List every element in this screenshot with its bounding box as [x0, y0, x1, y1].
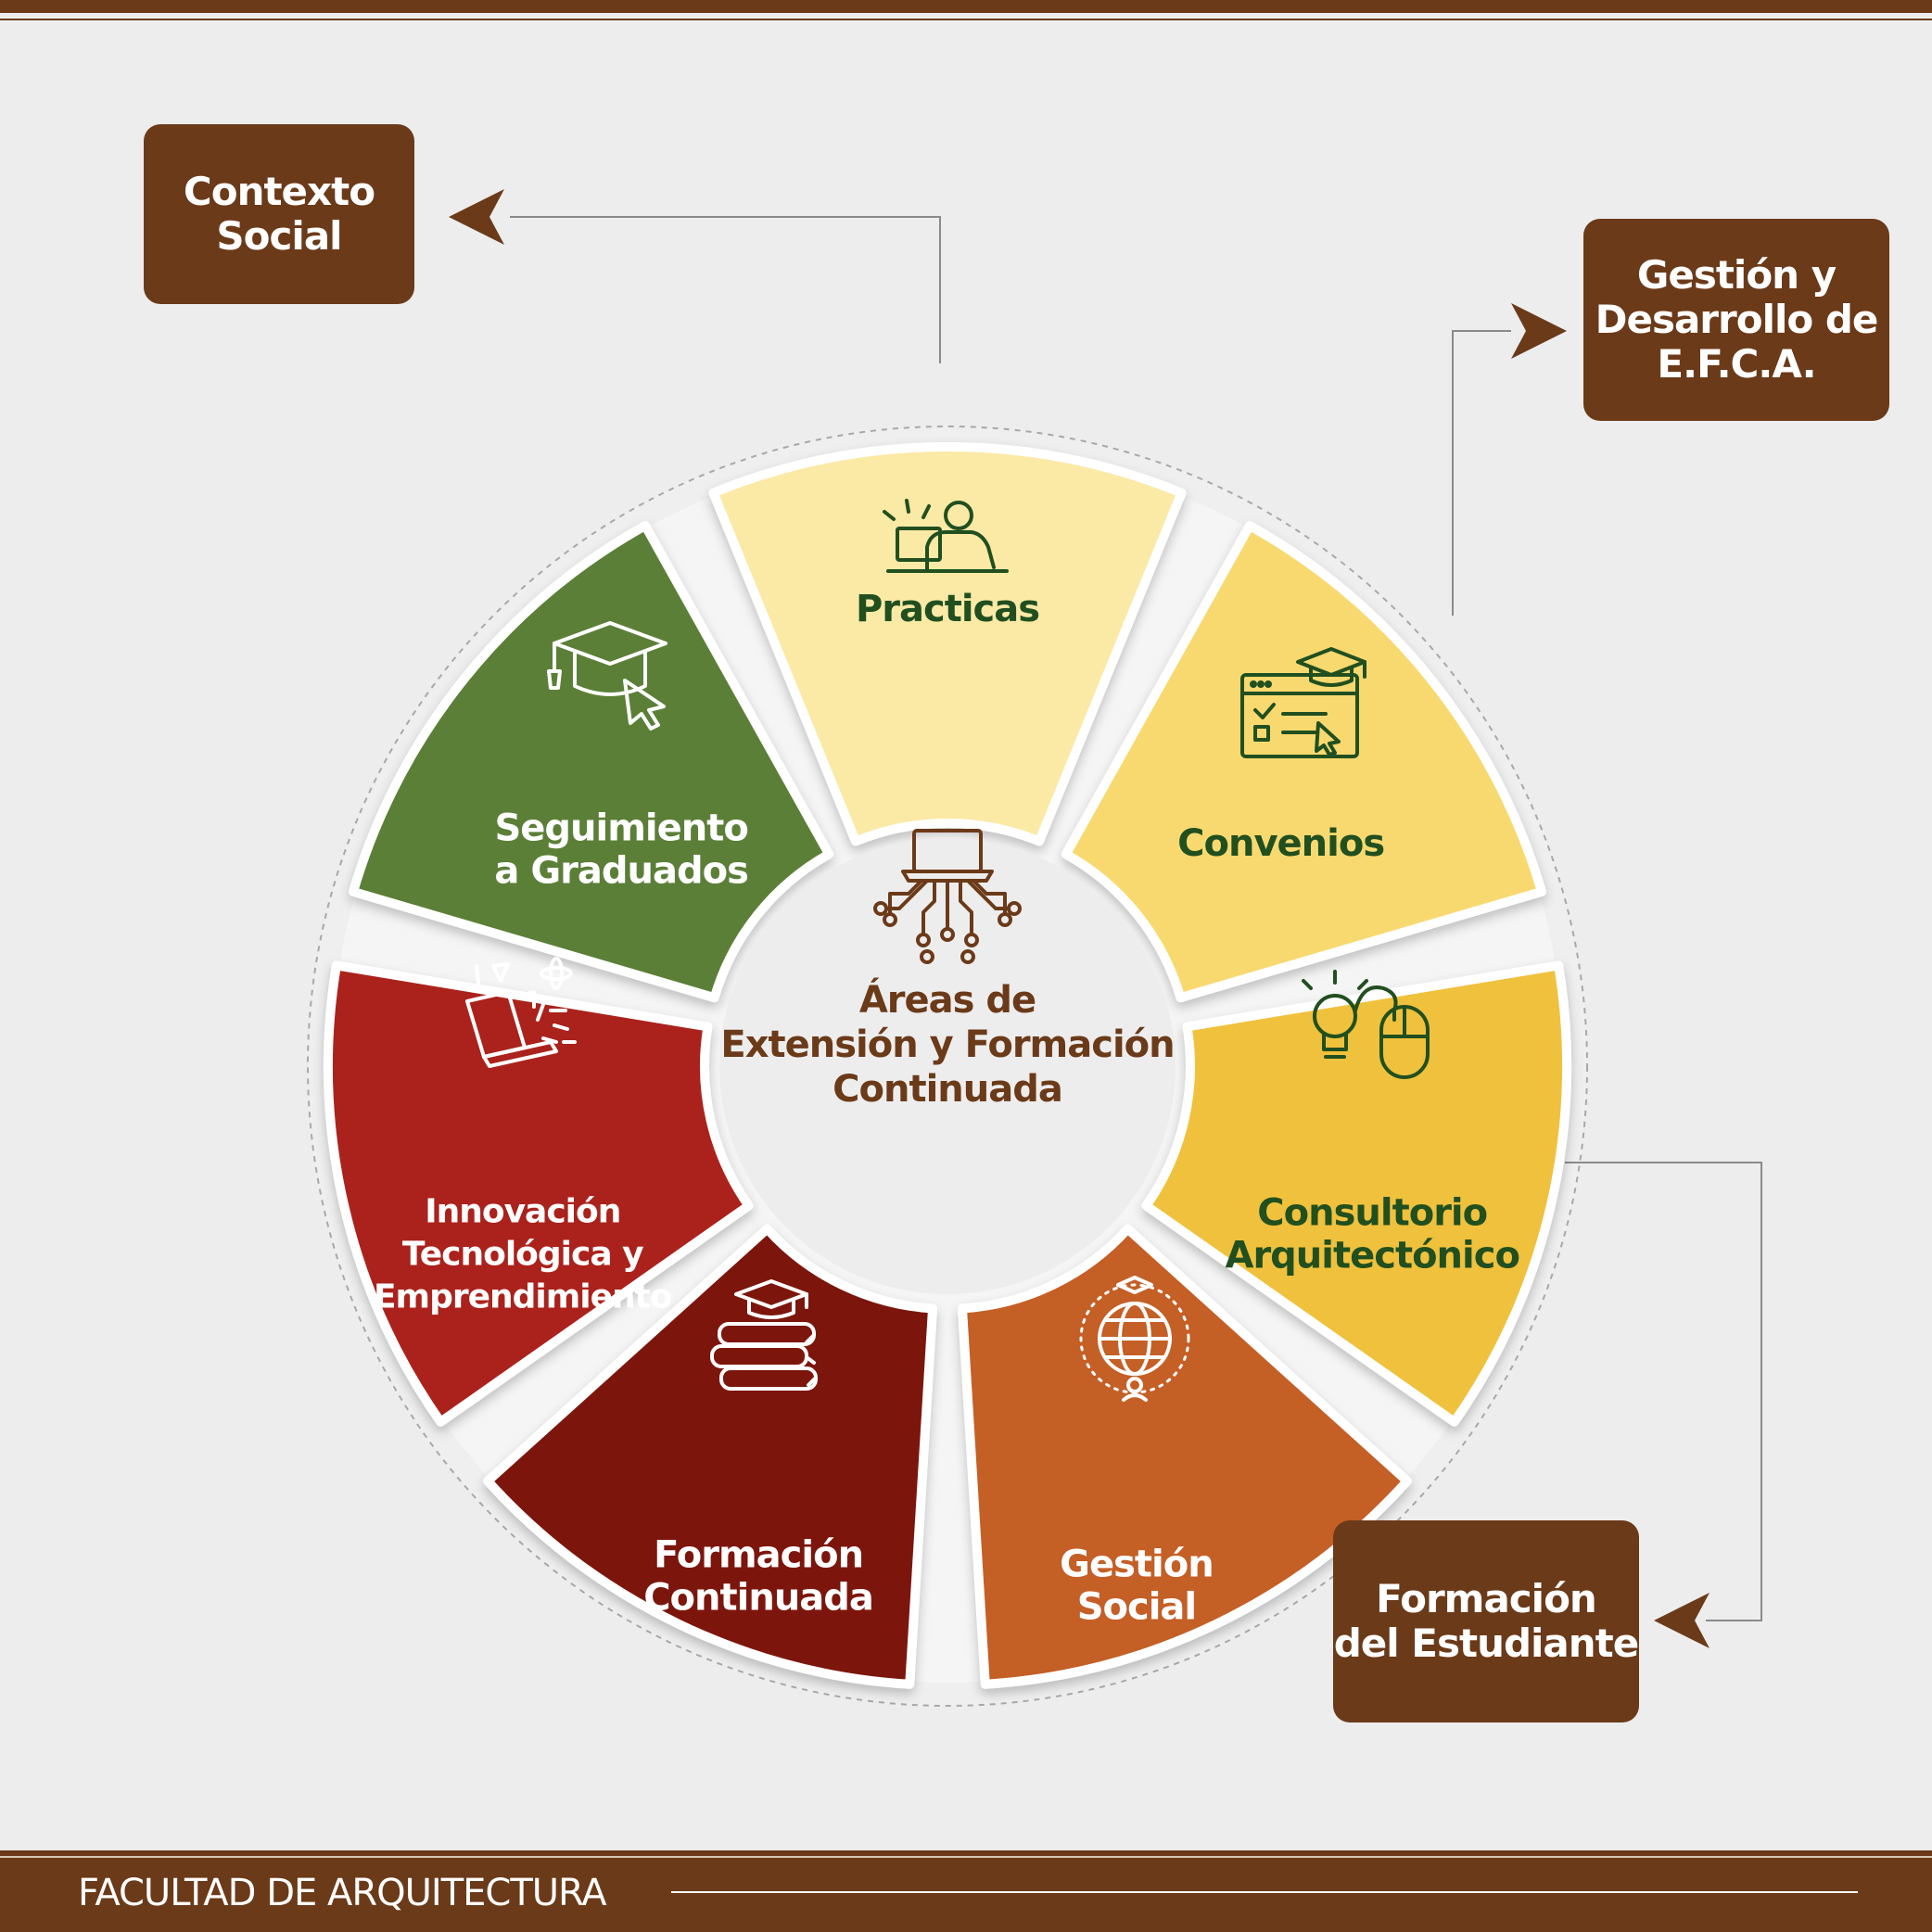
segment-label-convenios-1: Convenios — [1177, 822, 1384, 865]
segment-label-practicas-1: Practicas — [856, 588, 1039, 630]
arrow-left-icon — [1654, 1593, 1710, 1648]
person-laptop-icon — [883, 499, 1009, 573]
segment-shape-gestion-social — [957, 1224, 1412, 1689]
footer-rule — [671, 1891, 1858, 1893]
connector-arrows — [449, 189, 1710, 1648]
center-hub — [719, 838, 1176, 1294]
laptop-network-icon — [873, 829, 1022, 964]
center-title: Áreas de Extensión y Formación Continuad… — [720, 977, 1175, 1111]
segment-label-seguimiento-1: Seguimiento — [494, 807, 747, 849]
books-cap-icon — [710, 1279, 818, 1391]
arrow-right-icon — [1511, 303, 1567, 359]
segment-shape-consultorio — [1141, 960, 1571, 1427]
web-graduation-icon — [1240, 647, 1366, 758]
segment-practicas: Practicas — [708, 442, 1187, 846]
box-formacion-line-1: Formación — [1376, 1576, 1597, 1621]
globe-people-icon — [1079, 1276, 1190, 1402]
segment-label-consultorio-1: Consultorio — [1257, 1192, 1487, 1235]
center-title-line-1: Áreas de — [859, 977, 1036, 1022]
segment-shape-convenios — [1061, 520, 1546, 1003]
connectors — [510, 216, 1762, 1621]
box-formacion-line-2: del Estudiante — [1333, 1621, 1640, 1666]
box-gestion-line-1: Gestión y — [1636, 252, 1837, 298]
connector-consultorio-formacion — [1565, 1162, 1762, 1621]
segment-label-formacion-continuada-1: Formación — [654, 1533, 863, 1576]
connector-practicas-contexto — [510, 216, 941, 363]
segment-label-gestion-social-1: Gestión — [1060, 1543, 1214, 1585]
bulb-mouse-icon — [1302, 970, 1430, 1079]
segment-label-formacion-continuada-2: Continuada — [643, 1576, 873, 1619]
segment-shape-formacion-continuada — [483, 1224, 938, 1689]
arrow-left-icon — [449, 189, 504, 245]
segment-shape-seguimiento — [349, 520, 834, 1003]
segment-group: PracticasConveniosConsultorioArquitectón… — [324, 442, 1571, 1689]
top-rule — [0, 19, 1932, 20]
segment-shape-practicas — [708, 442, 1187, 846]
segment-label-innovacion-3: Emprendimiento — [374, 1278, 672, 1316]
center-title-line-2: Extensión y Formación — [720, 1023, 1174, 1066]
top-bar — [0, 0, 1932, 13]
laptop-science-icon — [465, 957, 577, 1068]
box-gestion-line-3: E.F.C.A. — [1657, 341, 1816, 387]
connector-convenios-gestion — [1452, 330, 1511, 616]
segment-shape-innovacion — [324, 960, 754, 1427]
segment-convenios: Convenios — [1061, 520, 1546, 1003]
graduation-cursor-icon — [547, 621, 667, 731]
box-formacion-estudiante: Formación del Estudiante — [1333, 1520, 1639, 1722]
box-gestion-desarrollo: Gestión y Desarrollo de E.F.C.A. — [1583, 219, 1889, 421]
footer-title: FACULTAD DE ARQUITECTURA — [78, 1872, 607, 1914]
segment-label-innovacion-1: Innovación — [425, 1193, 620, 1231]
segment-label-consultorio-2: Arquitectónico — [1225, 1235, 1519, 1277]
box-contexto-social: Contexto Social — [144, 124, 414, 304]
center-title-line-3: Continuada — [833, 1068, 1062, 1111]
segment-label-innovacion-2: Tecnológica y — [402, 1236, 643, 1274]
box-contexto-line-1: Contexto — [183, 169, 375, 214]
segment-label-seguimiento-2: a Graduados — [494, 849, 748, 892]
box-contexto-line-2: Social — [216, 213, 342, 259]
box-gestion-line-2: Desarrollo de — [1595, 297, 1879, 342]
footer-strip — [0, 1856, 1932, 1858]
segment-label-gestion-social-2: Social — [1077, 1585, 1196, 1628]
